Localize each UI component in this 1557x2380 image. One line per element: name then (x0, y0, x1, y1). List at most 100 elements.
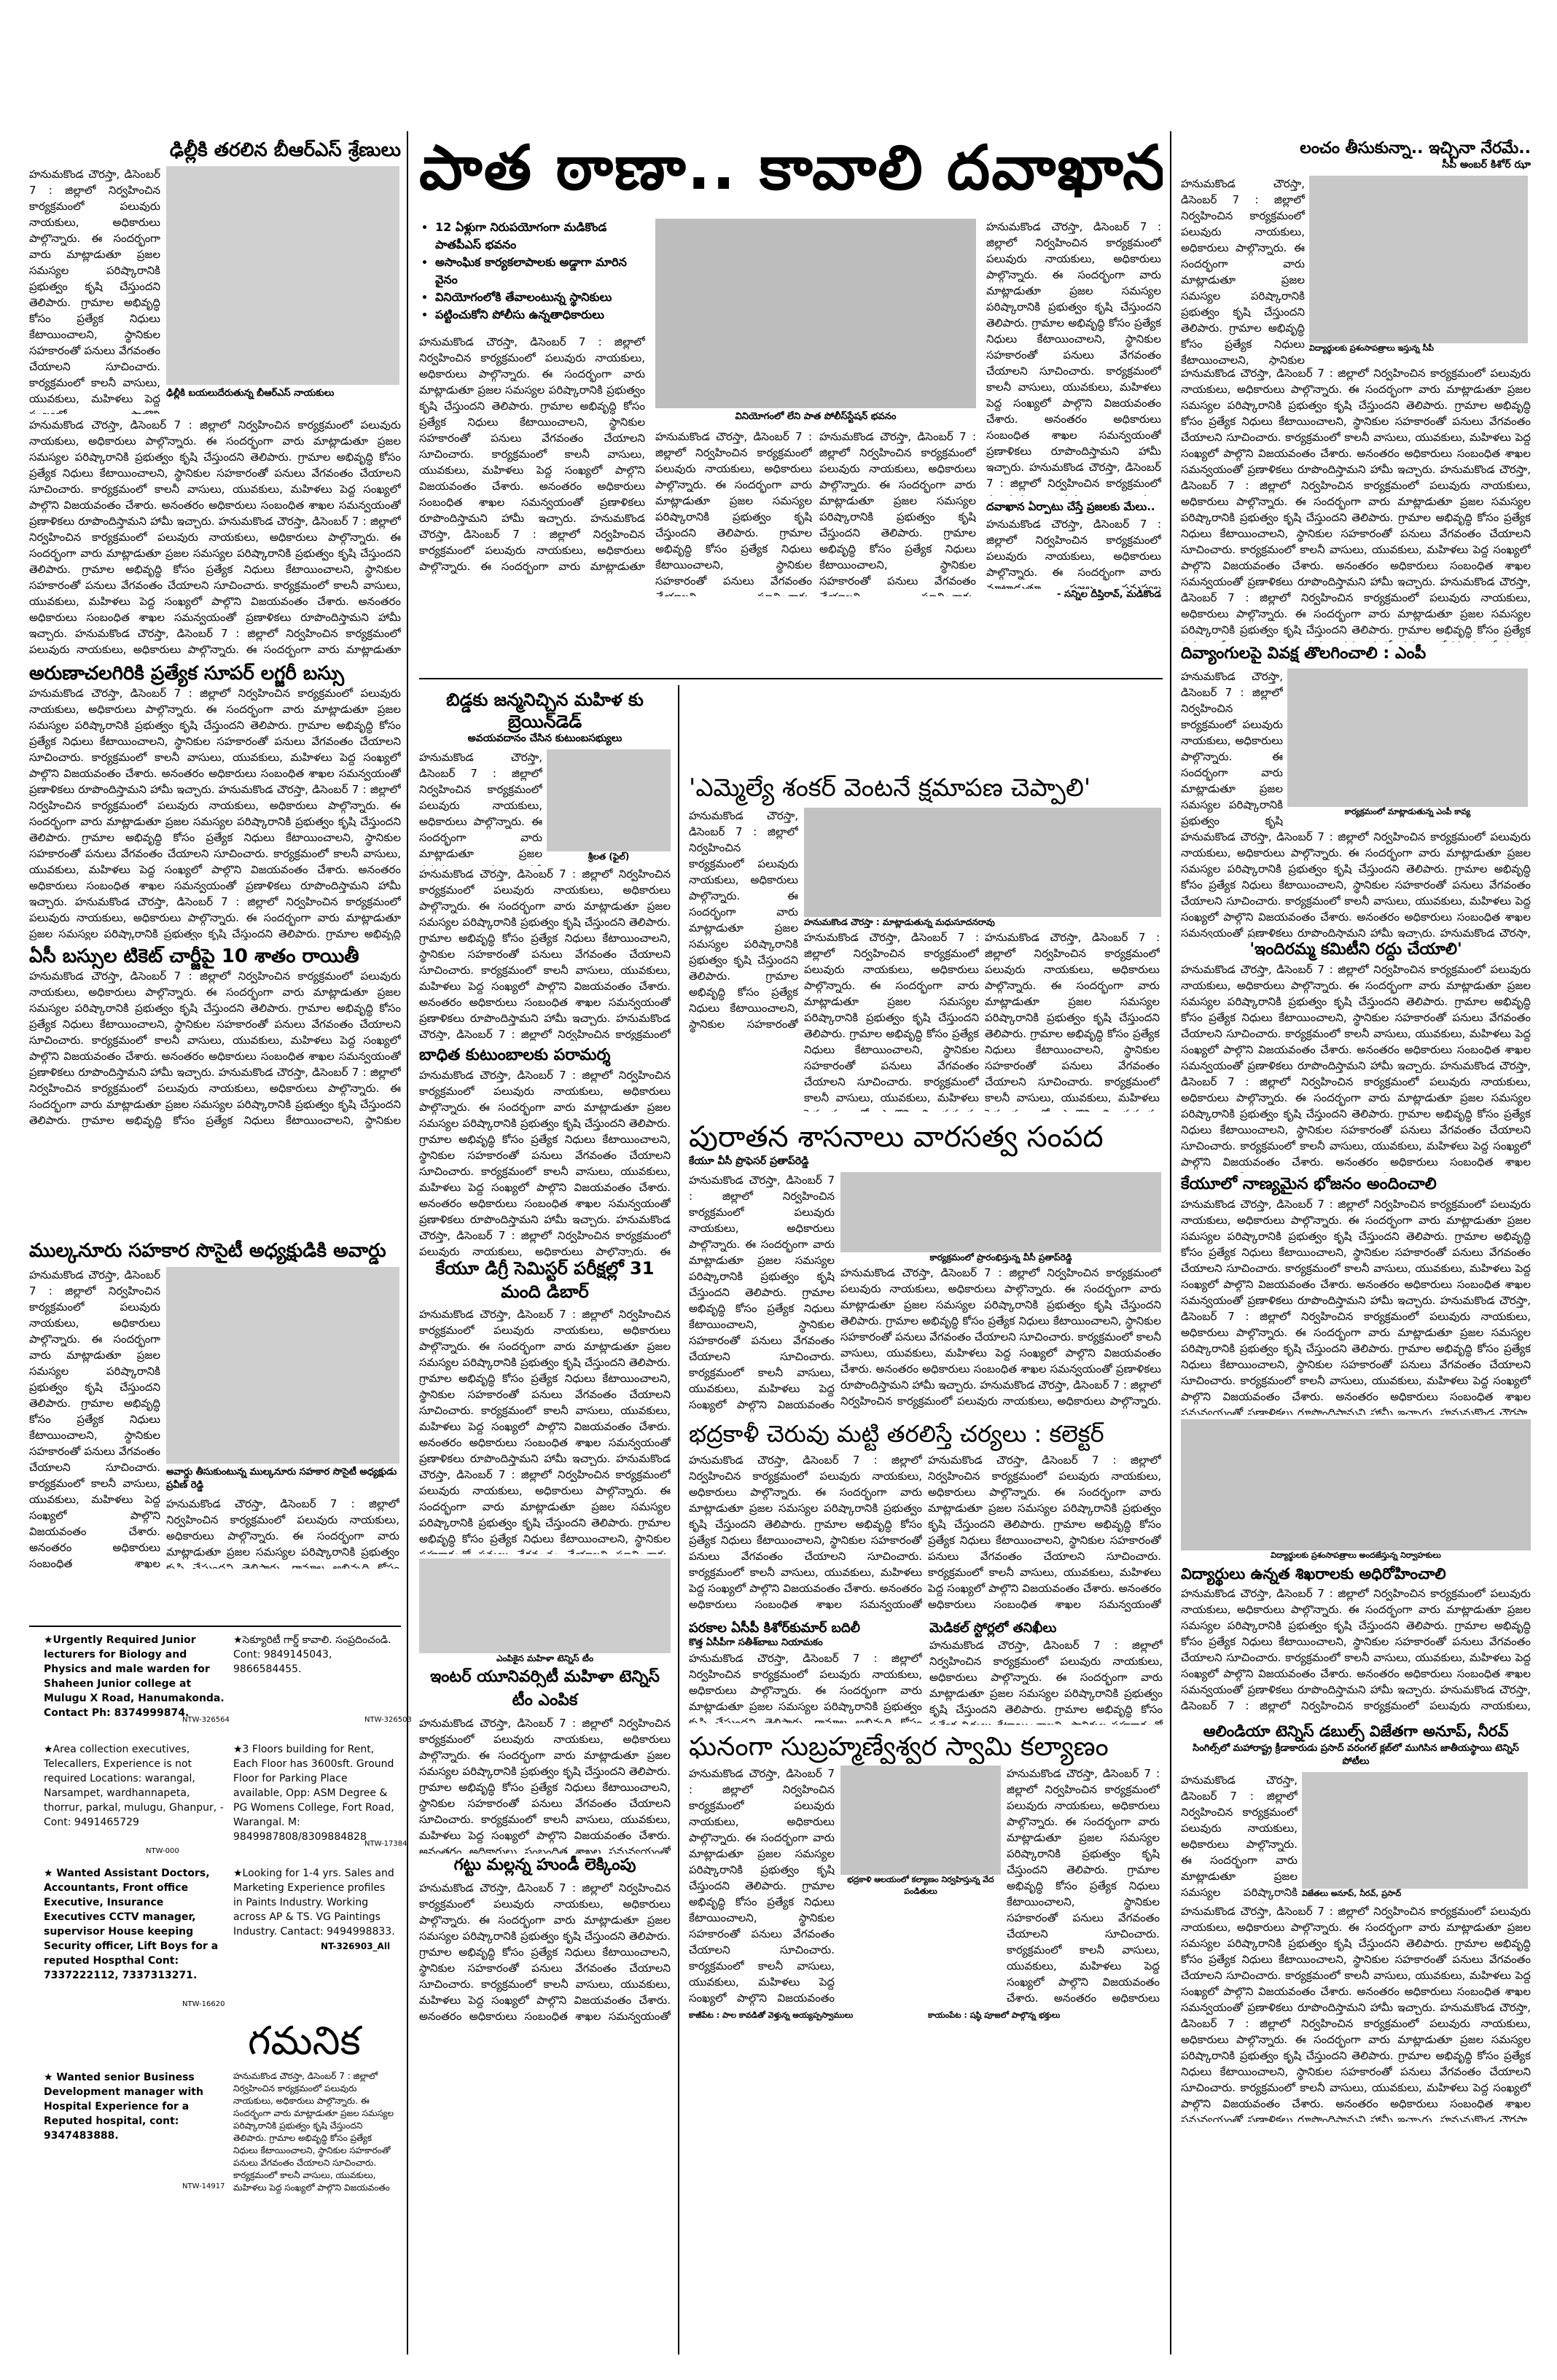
article-body: హనుమకొండ చౌరస్తా, డిసెంబర్ 7 : జిల్లాలో … (419, 1881, 671, 2023)
article-body: హనుమకొండ చౌరస్తా, డిసెంబర్ 7 : జిల్లాలో … (1181, 1587, 1531, 1717)
article-photo (1181, 1419, 1531, 1550)
center-headline-5: గట్టు మల్లన్న హుండీ లెక్కింపు (453, 1856, 636, 1874)
classified-ad: ★ Wanted Assistant Doctors, Accountants,… (44, 1868, 219, 1981)
right-headline-2: దివ్యాంగులపై వివక్ష తొలగించాలి : ఎంపీ (1181, 644, 1427, 663)
photo-caption: విజేతలు అనూప్, నీరవ్, ప్రసాద్ (1302, 1889, 1402, 1898)
article-photo (166, 166, 399, 385)
classified-ad: ★Area collection executives, Telecallers… (44, 1744, 224, 1828)
photo-caption: హనుమకొండ చౌరస్తా : మాట్లాడుతున్న మధుసూదన… (804, 917, 995, 927)
article-photo (419, 1558, 671, 1653)
photo-caption: కార్యక్రమంలో ప్రారంభిస్తున్న వీసీ ప్రతాప… (929, 1252, 1072, 1263)
article-body: హనుమకొండ చౌరస్తా, డిసెంబర్ 7 : జిల్లాలో … (419, 751, 542, 866)
left-headline-3: ఏసీ బస్సుల టికెట్ చార్జీపై 10 శాతం రాయిత… (29, 945, 359, 967)
divider (29, 1626, 401, 1627)
ad-code: NTW-16620 (182, 2000, 225, 2008)
right-headline-1: లంచం తీసుకున్నా.. ఇచ్చినా నేరమే.. (1300, 139, 1531, 157)
article-body: హనుమకొండ చౌరస్తా, డిసెంబర్ 7 : జిల్లాలో … (689, 809, 798, 1031)
subhead: దవాఖాన ఏర్పాటు చేస్తే ప్రజలకు మేలు.. (986, 500, 1155, 513)
byline: - సన్నిల దీప్తిరావ్, మడికొండ (1057, 589, 1161, 600)
article-body: హనుమకొండ చౌరస్తా, డిసెంబర్ 7 : జిల్లాలో … (419, 867, 671, 1041)
article-photo (1309, 176, 1528, 343)
article-body: హనుమకొండ చౌరస్తా, డిసెంబర్ 7 : జిల్లాలో … (986, 518, 1161, 589)
article-body: హనుమకొండ చౌరస్తా, డిసెంబర్ 7 : జిల్లాలో … (655, 430, 812, 596)
article-body: హనుమకొండ చౌరస్తా, డిసెంబర్ 7 : జిల్లాలో … (986, 220, 1161, 496)
ad-code: NTW-326564 (182, 1716, 230, 1724)
classified-ad: ★Urgently Required Junior lecturers for … (44, 1634, 225, 1719)
article-body: హనుమకొండ చౌరస్తా, డిసెంబర్ 7 : జిల్లాలో … (1181, 177, 1305, 365)
article-body: హనుమకొండ చౌరస్తా, డిసెంబర్ 7 : జిల్లాలో … (689, 1767, 835, 2005)
article-body: హనుమకొండ చౌరస్తా, డిసెంబర్ 7 : జిల్లాలో … (1007, 1767, 1160, 2005)
ad-code: NTW-14917 (182, 2182, 225, 2190)
center-headline-m2: పురాతన శాసనాలు వారసత్వ సంపద (689, 1120, 1104, 1154)
center-headline-1: బిడ్డకు జన్మనిచ్చిన మహిళ కు బ్రెయిన్‌డెడ… (446, 690, 644, 732)
article-body: హనుమకొండ చౌరస్తా, డిసెంబర్ 7 : జిల్లాలో … (419, 1717, 671, 1854)
article-body: హనుమకొండ చౌరస్తా, డిసెంబర్ 7 : జిల్లాలో … (29, 1268, 160, 1570)
left-column: ఢిల్లీకి తరలిన బీఆర్ఎస్ శ్రేణులు హనుమకొం… (29, 138, 401, 1232)
right-subhead-1: సీపీ అంబర్ కిశోర్ ఝా (1442, 159, 1531, 171)
left-headline-1: ఢిల్లీకి తరలిన బీఆర్ఎస్ శ్రేణులు (169, 139, 401, 161)
article-body: హనుమకొండ చౌరస్తా, డిసెంబర్ 7 : జిల్లాలో … (689, 1454, 922, 1611)
photo-caption: ఢిల్లీకి బయలుదేరుతున్న బీఆర్ఎస్ నాయకులు (166, 388, 335, 399)
photo-caption: కార్యక్రమంలో మాట్లాడుతున్న ఎంపీ కావ్య (1344, 807, 1471, 816)
photo-caption: అవార్డు తీసుకుంటున్న ముల్కనూరు సహకార సొస… (166, 1467, 397, 1491)
notice-body: హనుమకొండ చౌరస్తా, డిసెంబర్ 7 : జిల్లాలో … (233, 2071, 394, 2193)
right-headline-4: కేయూలో నాణ్యమైన భోజనం అందించాలి (1181, 1175, 1437, 1193)
photo-caption: వినియోగంలో లేని పాత పోలీస్‌స్టేషన్ భవనం (735, 411, 897, 422)
lead-headline: పాత ఠాణా.. కావాలి దవాఖాన (419, 132, 1163, 203)
classified-ad: ★3 Floors building for Rent, Each Floor … (233, 1744, 394, 1843)
article-body: హనుమకొండ చౌరస్తా, డిసెంబర్ 7 : జిల్లాలో … (985, 931, 1160, 1112)
article-body: హనుమకొండ చౌరస్తా, డిసెంబర్ 7 : జిల్లాలో … (689, 1652, 922, 1723)
center-subhead-m4: కొత్త ఏసీపీగా సతీశ్‌బాబు నియామకం (689, 1637, 823, 1648)
right-subhead-6: సింగిల్స్‌లో మహారాష్ట్ర క్రీడాకారుడు ప్ర… (1193, 1743, 1519, 1767)
left-column-b: ముల్కనూరు సహకార సొసైటీ అధ్యక్షుడికి అవార… (29, 1239, 401, 1618)
classified-ad: ★సెక్యూరిటీ గార్డ్ కావాలి. సంప్రదించండి.… (233, 1634, 391, 1675)
article-body: హనుమకొండ చౌరస్తా, డిసెంబర్ 7 : జిల్లాలో … (419, 1308, 671, 1554)
photo-caption: కాజీపేట : పాల కావడితో వెళ్తున్న అయ్యప్పస… (689, 2010, 854, 2020)
lead-story: పాత ఠాణా.. కావాలి దవాఖాన 12 ఏళ్లుగా నిరు… (419, 131, 1163, 671)
article-body: హనుమకొండ చౌరస్తా, డిసెంబర్ 7 : జిల్లాలో … (1181, 1774, 1298, 1903)
column-rule (678, 685, 679, 2354)
article-body: హనుమకొండ చౌరస్తా, డిసెంబర్ 7 : జిల్లాలో … (29, 418, 401, 656)
photo-caption: కాయంపేట : షష్ఠి పూజలో పాల్గొన్న భక్తులు (928, 2010, 1061, 2020)
article-body: హనుమకొండ చౌరస్తా, డిసెంబర్ 7 : జిల్లాలో … (804, 931, 979, 1112)
article-photo (1302, 1772, 1528, 1889)
right-headline-6: ఆలిండియా టెన్నిస్ డబుల్స్ విజేతగా అనూప్,… (1203, 1722, 1509, 1740)
classified-ad: ★ Wanted senior Business Development man… (44, 2072, 203, 2142)
article-photo (547, 749, 671, 851)
article-body: హనుమకొండ చౌరస్తా, డిసెంబర్ 7 : జిల్లాలో … (1181, 963, 1531, 1173)
right-column: లంచం తీసుకున్నా.. ఇచ్చినా నేరమే.. సీపీ అ… (1181, 138, 1531, 2347)
article-body: హనుమకొండ చౌరస్తా, డిసెంబర్ 7 : జిల్లాలో … (929, 1639, 1163, 1725)
left-headline-2: అరుణాచలగిరికి ప్రత్యేక సూపర్ లగ్జరీ బస్స… (29, 663, 345, 684)
lead-bullet: వినియోగంలోకి తేవాలంటున్న స్థానికులు (435, 289, 645, 306)
center-right-column: 'ఎమ్మెల్యే శంకర్ వెంటనే క్షమాపణ చెప్పాలి… (689, 773, 1163, 2340)
ad-code: NTW-326503 (364, 1716, 412, 1724)
ad-code: NTW-000 (146, 1847, 179, 1855)
column-rule (1170, 131, 1171, 2354)
lead-bullet: పట్టించుకోని పోలీసు ఉన్నతాధికారులు (435, 306, 645, 324)
right-headline-5: విద్యార్థులు ఉన్నత శిఖరాలకు అధిరోహించాలి (1181, 1565, 1446, 1583)
center-headline-m1: 'ఎమ్మెల్యే శంకర్ వెంటనే క్షమాపణ చెప్పాలి… (689, 773, 1091, 803)
center-headline-2: బాధిత కుటుంబాలకు పరామర్శ (419, 1046, 611, 1064)
notice-title: గమనిక (248, 2018, 361, 2064)
article-body: హనుమకొండ చౌరస్తా, డిసెంబర్ 7 : జిల్లాలో … (1181, 367, 1531, 642)
center-subhead-m2: కేయూ వీసీ ప్రొఫెసర్ ప్రతాప్‌రెడ్డి (689, 1155, 809, 1167)
lead-bullets: 12 ఏళ్లుగా నిరుపయోగంగా మడికొండ పాతపీఎస్ … (419, 219, 645, 324)
article-photo (804, 808, 1161, 917)
center-headline-3: కేయూ డిగ్రీ సెమిస్టర్ పరీక్షల్లో 31 మంది… (435, 1258, 655, 1302)
center-headline-4: ఇంటర్ యూనివర్సిటీ మహిళా టెన్నిస్ టీం ఎంప… (430, 1668, 660, 1709)
center-headline-m6: ఘనంగా సుబ్రహ్మణ్వేశ్వర స్వామి కల్యాణం (689, 1732, 1109, 1762)
lead-bullet: 12 ఏళ్లుగా నిరుపయోగంగా మడికొండ పాతపీఎస్ … (435, 219, 645, 254)
article-photo (840, 1172, 1161, 1252)
right-headline-3: 'ఇందిరమ్మ కమిటీని రద్దు చేయాలి' (1249, 940, 1462, 959)
article-photo (840, 1766, 1001, 1875)
left-headline-4: ముల్కనూరు సహకార సొసైటీ అధ్యక్షుడికి అవార… (29, 1240, 386, 1262)
divider (419, 678, 1163, 679)
article-body: హనుమకొండ చౌరస్తా, డిసెంబర్ 7 : జిల్లాలో … (166, 1497, 399, 1569)
article-body: హనుమకొండ చౌరస్తా, డిసెంబర్ 7 : జిల్లాలో … (419, 1069, 671, 1257)
center-subhead-1: అవయవదానం చేసిన కుటుంబసభ్యులు (467, 733, 623, 744)
photo-caption: విద్యార్థులకు ప్రశంసాపత్రాలు ఇస్తున్న సీ… (1309, 343, 1434, 353)
center-headline-m5: మెడికల్ స్టోర్లలో తనిఖీలు (929, 1620, 1057, 1636)
article-body: హనుమకొండ చౌరస్తా, డిసెంబర్ 7 : జిల్లాలో … (29, 969, 401, 1127)
center-headline-m4: పరకాల ఏసీపీ కిశోర్‌కుమార్ బదిలీ (689, 1620, 860, 1636)
center-left-column: బిడ్డకు జన్మనిచ్చిన మహిళ కు బ్రెయిన్‌డెడ… (419, 689, 671, 2336)
